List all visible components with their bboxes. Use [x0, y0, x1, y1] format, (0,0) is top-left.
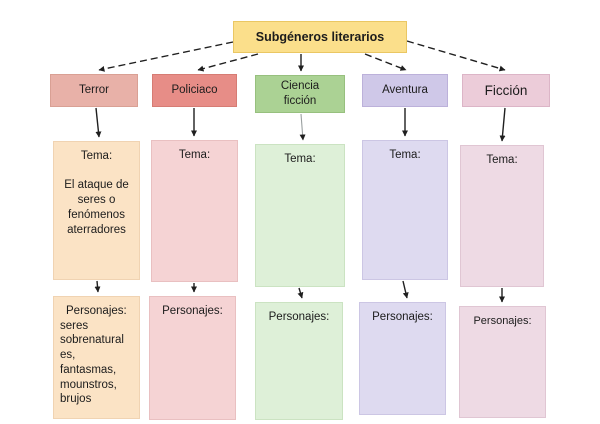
- terror-header-node: Terror: [50, 74, 138, 107]
- ciencia-ficcion-personajes-node: Personajes:: [255, 302, 343, 420]
- connector-ficcion-tema: [499, 107, 506, 142]
- aventura-tema-node: Tema:: [362, 140, 448, 280]
- aventura-header-label: Aventura: [382, 84, 428, 97]
- ficcion-header-label: Ficción: [484, 82, 528, 98]
- policiaco-personajes-node: Personajes:: [149, 296, 236, 420]
- aventura-personajes-text: Personajes:: [372, 311, 433, 323]
- connector-ciencia-personajes: [297, 287, 304, 299]
- terror-personajes-text: Personajes: seres sobrenatural es, fanta…: [60, 305, 127, 406]
- connector-title-ficcion: [406, 40, 506, 72]
- ficcion-header-node: Ficción: [462, 74, 550, 107]
- connector-ciencia-tema: [299, 113, 306, 141]
- terror-personajes-node: Personajes: seres sobrenatural es, fanta…: [53, 296, 140, 419]
- policiaco-personajes-text: Personajes:: [162, 305, 223, 317]
- ciencia-ficcion-tema-node: Tema:: [255, 144, 345, 287]
- connector-terror-personajes: [94, 280, 101, 293]
- aventura-personajes-node: Personajes:: [359, 302, 446, 415]
- policiaco-header-label: Policiaco: [171, 84, 218, 97]
- aventura-header-node: Aventura: [362, 74, 448, 107]
- connector-aventura-personajes: [402, 280, 409, 299]
- title-node: Subgéneros literarios: [233, 21, 407, 53]
- ciencia-ficcion-header-node: Ciencia ficción: [255, 75, 345, 113]
- ciencia-ficcion-header-label: Ciencia ficción: [280, 80, 320, 107]
- policiaco-tema-text: Tema:: [178, 149, 211, 161]
- terror-header-label: Terror: [78, 84, 110, 97]
- ficcion-tema-text: Tema:: [486, 154, 518, 166]
- terror-tema-node: Tema: El ataque de seres o fenómenos ate…: [53, 141, 140, 280]
- ciencia-ficcion-tema-text: Tema:: [284, 153, 316, 165]
- connector-title-policiaco: [197, 53, 259, 72]
- connector-title-terror: [98, 41, 234, 72]
- ficcion-personajes-node: Personajes:: [459, 306, 546, 418]
- ciencia-ficcion-personajes-text: Personajes:: [268, 311, 330, 323]
- terror-tema-text: Tema: El ataque de seres o fenómenos ate…: [64, 150, 129, 236]
- connector-title-aventura: [364, 53, 407, 71]
- title-label: Subgéneros literarios: [255, 30, 385, 44]
- connector-terror-tema: [95, 107, 102, 138]
- ficcion-personajes-text: Personajes:: [473, 315, 532, 327]
- ficcion-tema-node: Tema:: [460, 145, 544, 287]
- aventura-tema-text: Tema:: [389, 149, 421, 161]
- policiaco-header-node: Policiaco: [152, 74, 237, 107]
- policiaco-tema-node: Tema:: [151, 140, 238, 282]
